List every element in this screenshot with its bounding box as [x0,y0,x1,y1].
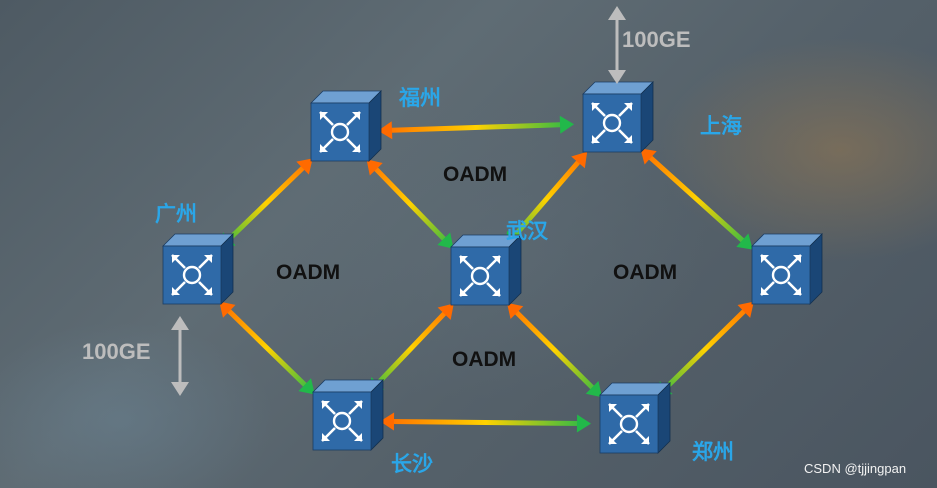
arrowhead [506,302,524,320]
arrowhead [379,412,395,431]
arrowhead [437,303,454,320]
node-label-changsha: 长沙 [391,452,433,476]
optical-switch-icon [760,254,802,296]
bandwidth-label-left: 100GE [82,339,151,364]
node-label-fuzhou: 福州 [399,86,441,110]
link-shanghai-east [640,148,753,250]
arrowhead [559,115,575,134]
node-shanghai [582,81,654,153]
links-layer [219,115,754,433]
optical-switch-icon [319,111,361,153]
node-changsha [312,379,384,451]
optical-switch-icon [608,403,650,445]
arrowhead [366,159,383,176]
oadm-label-top: OADM [443,163,508,186]
arrowhead [576,414,592,433]
node-east [751,233,823,305]
bandwidth-arrows [171,6,626,396]
arrowhead [298,378,315,395]
arrowhead [585,380,603,398]
node-fuzhou [310,90,382,162]
optical-switch-icon [321,400,363,442]
link-fuzhou-shanghai [377,115,575,140]
arrowhead [737,301,754,318]
node-label-wuhan: 武汉 [506,219,548,243]
node-label-guangzhou: 广州 [155,202,197,226]
link-wuhan-zhengzhou [506,302,603,398]
link-east-zhengzhou [656,301,754,398]
watermark: CSDN @tjjingpan [804,461,907,476]
link-guangzhou-changsha [219,301,315,395]
arrowhead [571,151,588,169]
oadm-label-right: OADM [613,261,678,284]
arrowhead [219,301,236,318]
link-fuzhou-wuhan [366,159,454,249]
arrowhead [377,121,393,140]
oadm-label-bottom: OADM [452,348,517,371]
arrowhead [736,233,753,250]
node-wuhan [450,234,522,306]
node-label-zhengzhou: 郑州 [692,440,734,464]
arrowhead [437,232,454,249]
arrowhead [640,148,657,165]
nodes-layer [162,81,823,454]
node-zhengzhou [599,382,671,454]
node-guangzhou [162,233,234,305]
optical-switch-icon [171,254,213,296]
node-label-shanghai: 上海 [700,114,742,138]
bandwidth-arrow-top [608,6,626,84]
optical-switch-icon [591,102,633,144]
bandwidth-label-top: 100GE [622,27,691,52]
optical-switch-icon [459,255,501,297]
arrowhead [296,158,313,175]
oadm-label-left: OADM [276,261,341,284]
link-changsha-zhengzhou [379,412,592,433]
bandwidth-arrow-left [171,316,189,396]
